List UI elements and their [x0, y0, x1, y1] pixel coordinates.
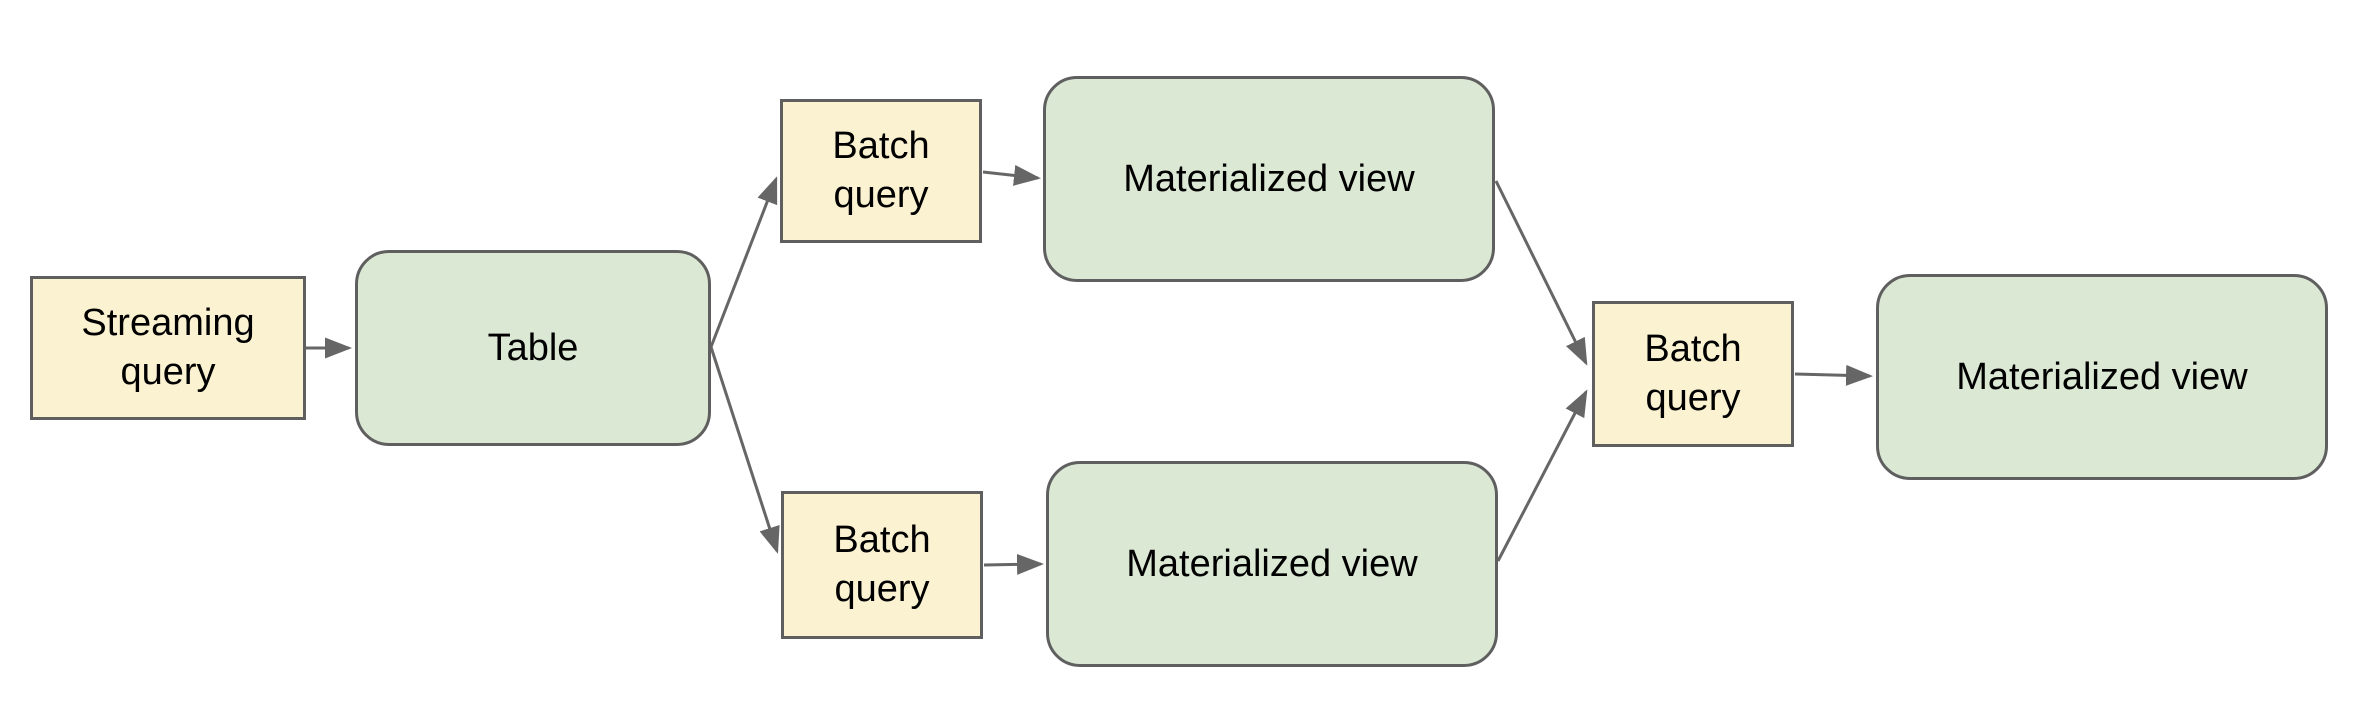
edge-materialized-view-bottom-to-batch-query-right	[1496, 389, 1588, 562]
node-batch-query-right: Batch query	[1592, 301, 1794, 447]
node-table: Table	[355, 250, 711, 446]
node-materialized-view-top: Materialized view	[1043, 76, 1495, 282]
node-materialized-view-right: Materialized view	[1876, 274, 2328, 480]
node-materialized-view-top-label: Materialized view	[1123, 157, 1415, 200]
node-batch-query-top: Batch query	[780, 99, 982, 243]
node-batch-query-bottom-label: Batch query	[833, 519, 931, 610]
node-batch-query-top-label: Batch query	[832, 125, 930, 216]
edge-materialized-view-top-to-batch-query-right	[1494, 180, 1588, 366]
edge-batch-query-top-to-materialized-view-top	[982, 164, 1041, 186]
node-streaming-query-label: Streaming query	[81, 302, 255, 393]
node-table-label: Table	[487, 326, 579, 369]
edge-table-to-batch-query-top	[709, 176, 778, 348]
edge-batch-query-bottom-to-materialized-view-bottom	[983, 553, 1044, 575]
node-materialized-view-bottom-label: Materialized view	[1126, 542, 1418, 585]
node-materialized-view-bottom: Materialized view	[1046, 461, 1498, 667]
edge-batch-query-right-to-materialized-view-right	[1794, 364, 1873, 386]
edge-table-to-batch-query-bottom	[709, 346, 780, 554]
node-materialized-view-right-label: Materialized view	[1956, 355, 2248, 398]
node-streaming-query: Streaming query	[30, 276, 306, 420]
node-batch-query-bottom: Batch query	[781, 491, 983, 639]
node-batch-query-right-label: Batch query	[1644, 328, 1742, 419]
